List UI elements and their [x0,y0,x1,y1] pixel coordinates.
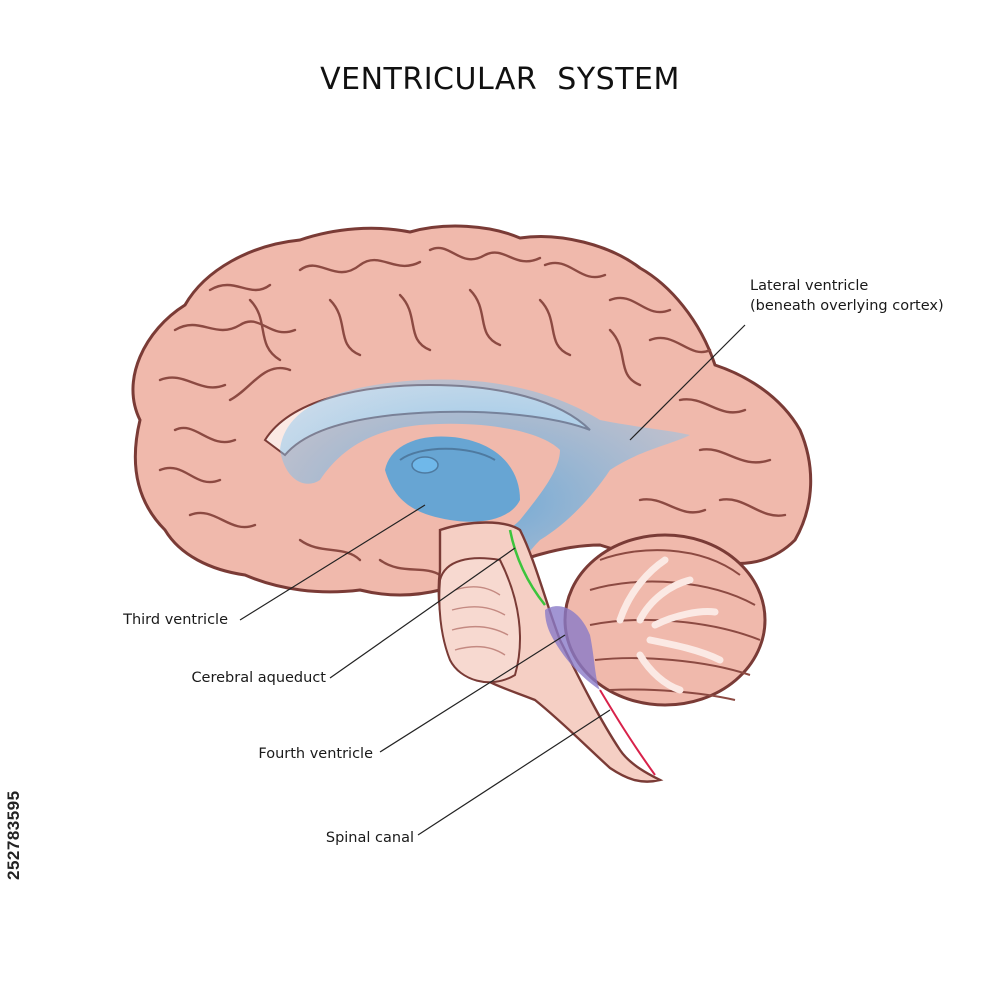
leader-lines [239,324,746,836]
cerebral-aqueduct [508,529,546,606]
fourth-ventricle [545,606,600,690]
leader-third-ventricle [239,504,426,621]
page-title: VENTRICULAR SYSTEM [320,62,680,97]
leader-fourth-ventricle [379,634,566,753]
stock-id-watermark: 252783595 [4,790,23,880]
leader-lateral-ventricle [629,324,746,441]
label-third-ventricle: Third ventricle [123,612,228,628]
lateral-ventricle [280,379,690,601]
label-fourth-ventricle: Fourth ventricle [258,746,373,762]
pons-striations [451,586,509,656]
label-lateral-ventricle: Lateral ventricle (beneath overlying cor… [750,276,944,316]
spinal-canal [599,689,656,776]
label-lateral-ventricle-line1: Lateral ventricle [750,278,869,294]
label-spinal-canal: Spinal canal [325,830,414,846]
label-lateral-ventricle-line2: (beneath overlying cortex) [750,298,944,314]
label-cerebral-aqueduct: Cerebral aqueduct [191,670,326,686]
interthalamic-adhesion [411,456,439,474]
leader-cerebral-aqueduct [329,547,516,679]
cortex-sulci [158,246,787,577]
pons [438,557,521,684]
leader-spinal-canal [417,709,611,836]
thalamus [399,447,496,461]
